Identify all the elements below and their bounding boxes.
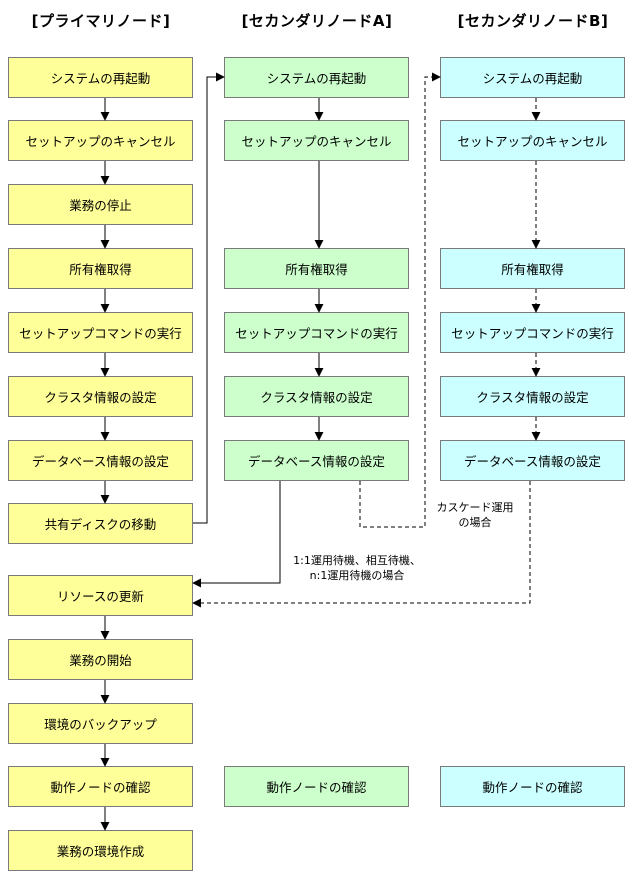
note-cascade-line1: カスケード運用 <box>436 501 514 514</box>
secondary-b-step-take-ownership: 所有権取得 <box>440 248 625 289</box>
primary-step-update-resources: リソースの更新 <box>8 575 193 616</box>
primary-step-create-business-environment: 業務の環境作成 <box>8 830 193 871</box>
primary-step-confirm-active-node: 動作ノードの確認 <box>8 766 193 807</box>
primary-step-move-shared-disk: 共有ディスクの移動 <box>8 503 193 544</box>
primary-step-system-restart: システムの再起動 <box>8 57 193 98</box>
header-secondary-node-a: [セカンダリノードA] <box>241 12 393 30</box>
note-cascade-line2: の場合 <box>458 516 492 529</box>
secondary-a-step-cluster-settings: クラスタ情報の設定 <box>224 376 409 417</box>
primary-step-setup-cancel: セットアップのキャンセル <box>8 120 193 161</box>
header-secondary-node-b: [セカンダリノードB] <box>457 12 609 30</box>
secondary-b-step-cluster-settings: クラスタ情報の設定 <box>440 376 625 417</box>
arrow-primary-to-secondary-a <box>193 72 225 524</box>
primary-step-start-business: 業務の開始 <box>8 639 193 680</box>
primary-step-database-settings: データベース情報の設定 <box>8 440 193 481</box>
header-primary-node: [プライマリノード] <box>31 12 171 30</box>
note-standby-line2: n:1運用待機の場合 <box>309 569 405 582</box>
arrow-secondary-a-to-secondary-b <box>359 72 441 528</box>
note-standby-modes: 1:1運用待機、相互待機、 n:1運用待機の場合 <box>282 553 432 583</box>
secondary-a-step-confirm-active-node: 動作ノードの確認 <box>224 766 409 807</box>
note-cascade: カスケード運用 の場合 <box>420 500 530 530</box>
note-standby-line1: 1:1運用待機、相互待機、 <box>293 554 421 567</box>
secondary-a-step-run-setup-command: セットアップコマンドの実行 <box>224 312 409 353</box>
arrow-secondary-a-to-primary <box>192 481 281 588</box>
arrow-secondary-b-to-primary <box>192 481 531 608</box>
secondary-b-step-confirm-active-node: 動作ノードの確認 <box>440 766 625 807</box>
secondary-b-step-setup-cancel: セットアップのキャンセル <box>440 120 625 161</box>
secondary-a-step-database-settings: データベース情報の設定 <box>224 440 409 481</box>
primary-step-run-setup-command: セットアップコマンドの実行 <box>8 312 193 353</box>
primary-step-cluster-settings: クラスタ情報の設定 <box>8 376 193 417</box>
secondary-a-step-system-restart: システムの再起動 <box>224 57 409 98</box>
secondary-b-step-run-setup-command: セットアップコマンドの実行 <box>440 312 625 353</box>
